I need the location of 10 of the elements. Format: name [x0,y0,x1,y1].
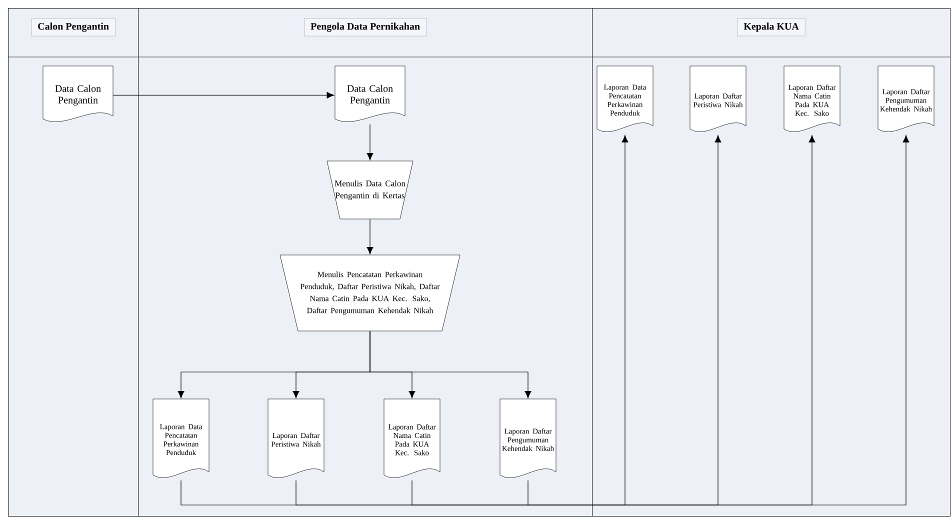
arrow [296,135,722,506]
arrow [412,135,816,506]
arrow [180,135,628,506]
arrow [370,331,532,398]
arrow [112,92,334,98]
manual-operation-trapezoid: Menulis Pencatatan Perkawinan Penduduk, Daftar Peristiwa Nikah, Daftar Nama Catin Pada KUA Kec. Sako, Daftar Pengumuman Kehendak Nikah [280,254,460,332]
arrow [366,124,374,160]
manual-operation-trapezoid: Menulis Data Calon Pengantin di Kertas [326,160,414,220]
arrow [528,135,910,506]
arrow [366,219,374,254]
